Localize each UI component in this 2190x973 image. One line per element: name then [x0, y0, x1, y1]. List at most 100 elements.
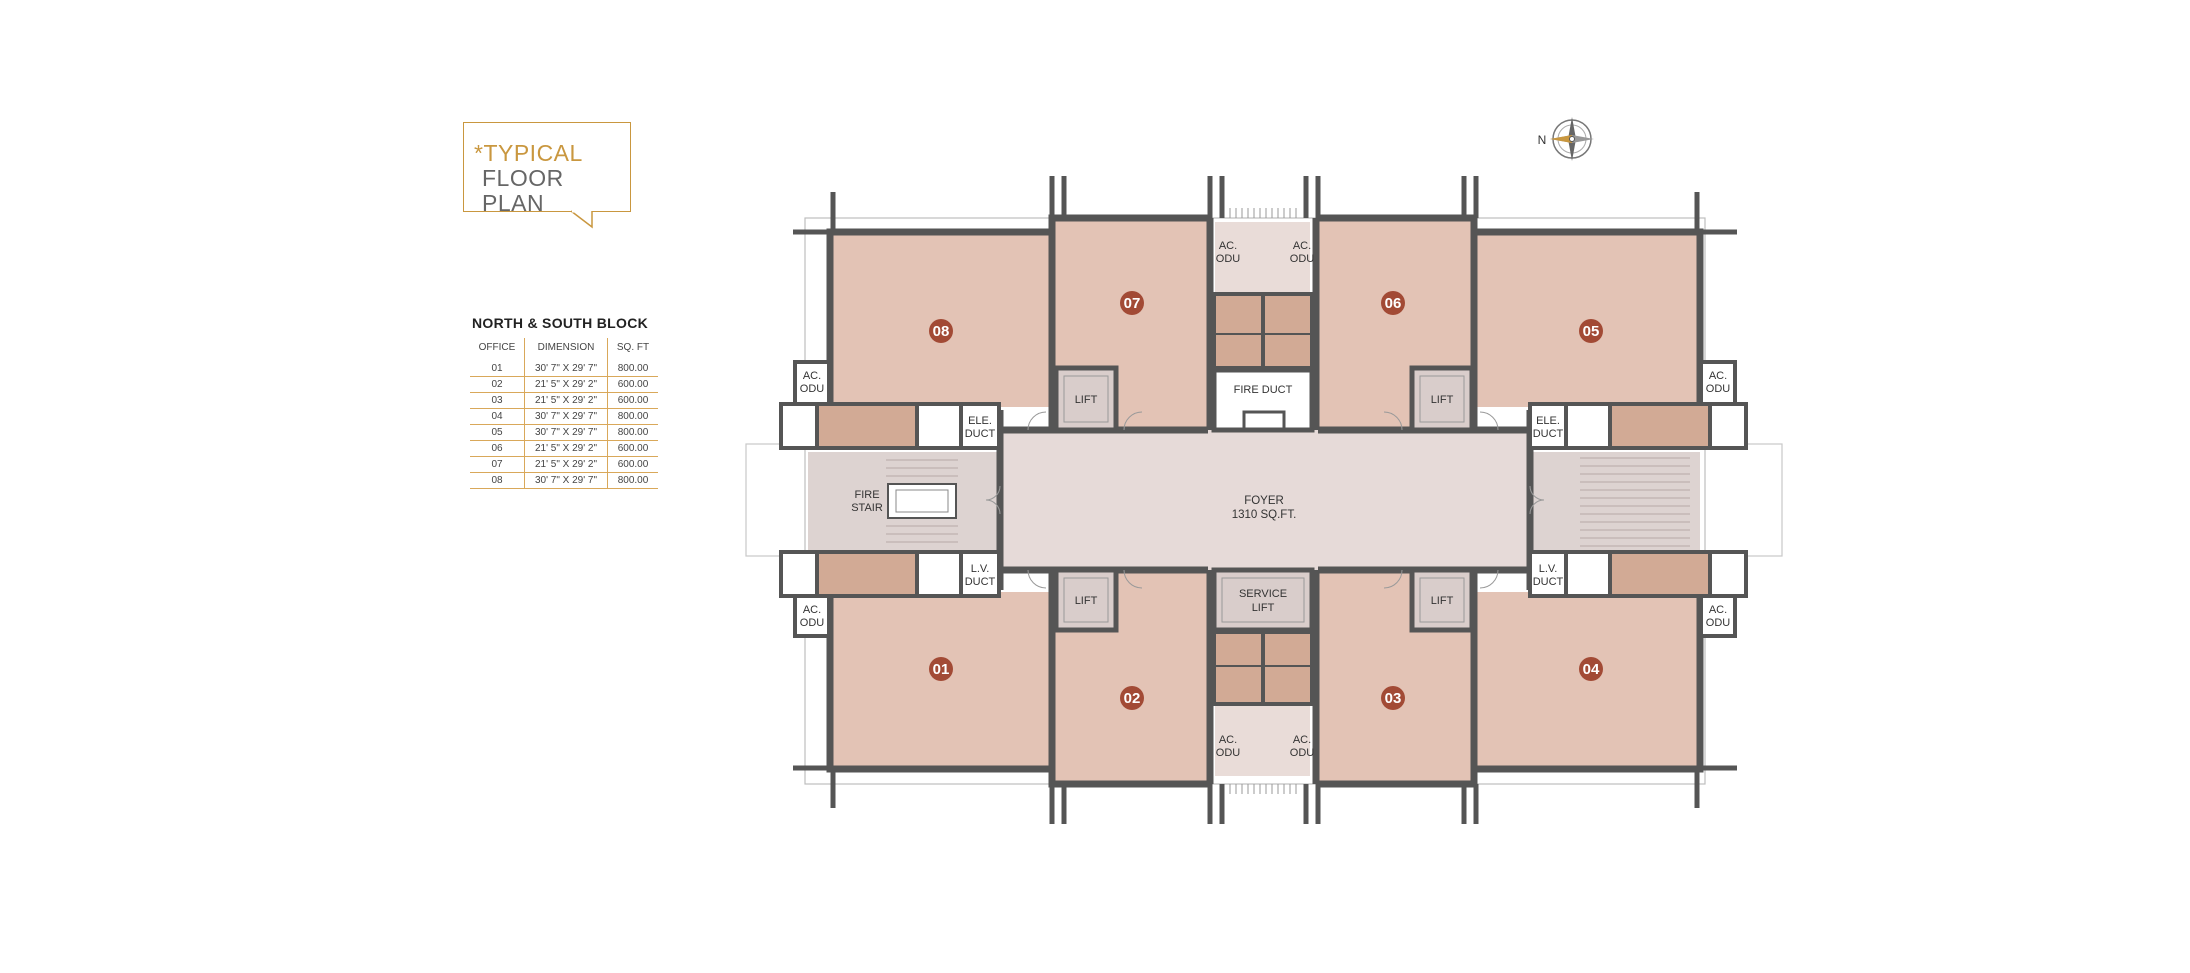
sqft-cell: 800.00 — [607, 472, 658, 489]
lv-duct-right-2: DUCT — [1533, 576, 1564, 588]
table-header-row: OFFICE DIMENSION SQ. FT — [470, 338, 658, 361]
sqft-cell: 600.00 — [607, 392, 658, 409]
ac-odu-bottom-area — [1215, 706, 1310, 776]
ac-odu-top-left-1: AC. — [1219, 240, 1237, 252]
ac-odu-side-br-2: ODU — [1706, 617, 1731, 629]
header-office: OFFICE — [478, 342, 516, 353]
unit-badge-05 — [1579, 319, 1603, 343]
ac-odu-bottom-left-1: AC. — [1219, 734, 1237, 746]
unit-badge-08 — [929, 319, 953, 343]
plan-title-box: *TYPICAL FLOOR PLAN — [463, 122, 631, 216]
lv-duct-left-2: DUCT — [965, 576, 996, 588]
columns — [793, 176, 1737, 824]
ac-odu-side-tr-1: AC. — [1709, 370, 1727, 382]
stair-well — [887, 483, 957, 519]
service-lift-label-2: LIFT — [1252, 602, 1275, 614]
sqft-cell: 600.00 — [607, 440, 658, 457]
office-cell: 07 — [470, 456, 525, 473]
unit-label-03: 03 — [1385, 690, 1402, 707]
office-cell: 08 — [470, 472, 525, 489]
service-lift-label-1: SERVICE — [1239, 588, 1287, 600]
ac-odu-side-bl-2: ODU — [800, 617, 825, 629]
fire-duct-box — [1211, 367, 1315, 433]
ac-odu-top-right-2: ODU — [1290, 253, 1315, 265]
dimension-cell: 30' 7" X 29' 7" — [524, 472, 608, 489]
unit-badge-03 — [1381, 686, 1405, 710]
dimension-cell: 30' 7" X 29' 7" — [524, 361, 608, 377]
unit-badge-07 — [1120, 291, 1144, 315]
ac-odu-top-left-2: ODU — [1216, 253, 1241, 265]
unit-badge-06 — [1381, 291, 1405, 315]
office-04-area — [1476, 592, 1699, 769]
stair-treads — [886, 457, 1690, 547]
foyer-area — [1000, 430, 1530, 570]
lift-label-bottom-left: LIFT — [1075, 595, 1098, 607]
dimension-cell: 21' 5" X 29' 2" — [524, 440, 608, 457]
unit-label-06: 06 — [1385, 295, 1402, 312]
stair-well-inner — [895, 489, 949, 513]
dimension-cell: 21' 5" X 29' 2" — [524, 376, 608, 393]
side-cores — [779, 402, 1748, 598]
fire-stair-label-2: STAIR — [851, 502, 883, 514]
lift-boxes — [1053, 365, 1475, 633]
unit-label-08: 08 — [933, 323, 950, 340]
unit-badge-01 — [929, 657, 953, 681]
lv-duct-right-1: L.V. — [1539, 563, 1558, 575]
plan-title-line1: *TYPICAL — [474, 140, 583, 166]
unit-label-04: 04 — [1583, 661, 1600, 678]
ac-odu-top-right-1: AC. — [1293, 240, 1311, 252]
ac-odu-bottom-right-2: ODU — [1290, 747, 1315, 759]
ele-duct-left-2: DUCT — [965, 428, 996, 440]
unit-label-01: 01 — [933, 661, 950, 678]
sqft-cell: 800.00 — [607, 361, 658, 377]
ac-odu-top-area — [1215, 222, 1310, 292]
office-cell: 03 — [470, 392, 525, 409]
fire-duct-label: FIRE DUCT — [1234, 384, 1293, 396]
ac-odu-side-tl-1: AC. — [803, 370, 821, 382]
ac-odu-side-tr-2: ODU — [1706, 383, 1731, 395]
header-dimension: DIMENSION — [524, 338, 608, 361]
office-05-area — [1476, 232, 1699, 407]
ac-odu-bottom-left-2: ODU — [1216, 747, 1241, 759]
dimension-cell: 30' 7" X 29' 7" — [524, 408, 608, 425]
ac-odu-side-tl-2: ODU — [800, 383, 825, 395]
north-compass-icon — [1550, 117, 1594, 161]
foyer-label: FOYER — [1244, 495, 1284, 507]
ele-duct-right-1: ELE. — [1536, 415, 1560, 427]
sqft-cell: 800.00 — [607, 424, 658, 441]
plan-title-line2: FLOOR PLAN — [482, 165, 564, 216]
sqft-cell: 600.00 — [607, 456, 658, 473]
office-cell: 02 — [470, 376, 525, 393]
foyer-area-label: 1310 SQ.FT. — [1232, 509, 1297, 521]
unit-label-02: 02 — [1124, 690, 1141, 707]
right-stair-area — [1530, 452, 1700, 552]
dimension-cell: 21' 5" X 29' 2" — [524, 392, 608, 409]
office-cell: 06 — [470, 440, 525, 457]
unit-badges: 01 02 03 04 05 06 07 08 — [929, 291, 1603, 710]
title-callout-tail — [570, 210, 593, 229]
fire-stair-label-1: FIRE — [854, 489, 879, 501]
ele-duct-left-1: ELE. — [968, 415, 992, 427]
ac-odu-side-bl-1: AC. — [803, 604, 821, 616]
lift-label-top-left: LIFT — [1075, 394, 1098, 406]
lift-label-bottom-right: LIFT — [1431, 595, 1454, 607]
lift-label-top-right: LIFT — [1431, 394, 1454, 406]
dimension-cell: 30' 7" X 29' 7" — [524, 424, 608, 441]
header-sqft: SQ. FT — [607, 338, 658, 361]
ac-odu-bottom-right-1: AC. — [1293, 734, 1311, 746]
balcony-outline — [804, 217, 1706, 785]
dimension-cell: 21' 5" X 29' 2" — [524, 456, 608, 473]
sqft-cell: 800.00 — [607, 408, 658, 425]
compass-north-label: N — [1538, 133, 1547, 147]
ele-duct-right-2: DUCT — [1533, 428, 1564, 440]
office-cell: 04 — [470, 408, 525, 425]
toilet-blocks — [1212, 292, 1314, 706]
